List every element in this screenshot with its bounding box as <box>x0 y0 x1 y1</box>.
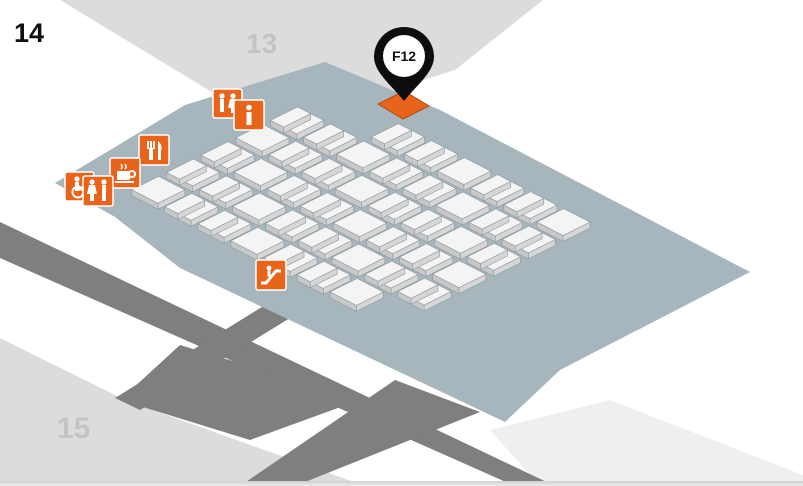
restroom-family-icon[interactable] <box>82 175 114 207</box>
booth[interactable] <box>410 284 452 312</box>
booth[interactable] <box>536 208 591 243</box>
booth[interactable] <box>296 261 338 289</box>
booth[interactable] <box>470 174 512 202</box>
booth[interactable] <box>197 210 239 238</box>
side-area-strip <box>490 400 803 486</box>
bottom-fade <box>0 481 803 486</box>
booth[interactable] <box>334 174 389 209</box>
booth[interactable] <box>298 226 340 254</box>
current-hall-number: 14 <box>14 18 45 48</box>
booth[interactable] <box>402 174 444 202</box>
booth[interactable] <box>302 123 345 151</box>
booth[interactable] <box>377 267 419 295</box>
booth[interactable] <box>131 176 186 210</box>
information-icon[interactable] <box>233 99 265 131</box>
booth[interactable] <box>165 158 208 186</box>
booth[interactable] <box>367 191 409 220</box>
booth[interactable] <box>311 233 353 261</box>
walkway-cross-2 <box>240 380 480 486</box>
booth[interactable] <box>266 175 308 203</box>
booth[interactable] <box>468 208 510 236</box>
booth[interactable] <box>365 226 408 254</box>
booth[interactable] <box>364 260 406 288</box>
adjacent-hall-north <box>60 0 543 110</box>
restaurant-icon[interactable] <box>138 134 170 166</box>
location-marker-label: F12 <box>392 48 416 64</box>
booth[interactable] <box>400 208 442 237</box>
booth[interactable] <box>466 243 509 271</box>
cafe-icon[interactable] <box>109 157 141 189</box>
booth[interactable] <box>379 233 421 261</box>
booth[interactable] <box>198 175 241 203</box>
location-marker[interactable]: F12 <box>374 27 434 101</box>
booth-layer <box>131 106 591 312</box>
booth[interactable] <box>200 141 242 169</box>
adjacent-hall-north-label: 13 <box>246 28 278 59</box>
booth[interactable] <box>432 260 487 295</box>
booth[interactable] <box>278 216 320 244</box>
walkway-plaza <box>120 345 360 440</box>
adjacent-hall-south-label: 15 <box>57 412 91 445</box>
booth-f12[interactable] <box>376 90 431 120</box>
booth[interactable] <box>435 191 490 226</box>
booth[interactable] <box>403 140 446 168</box>
booth[interactable] <box>332 209 388 244</box>
booth[interactable] <box>264 209 307 237</box>
booth[interactable] <box>233 158 289 193</box>
booth[interactable] <box>179 165 221 193</box>
booth[interactable] <box>301 157 343 185</box>
booth[interactable] <box>436 157 492 192</box>
booth[interactable] <box>331 243 386 278</box>
booth[interactable] <box>503 191 545 219</box>
booth[interactable] <box>501 225 543 253</box>
booth[interactable] <box>336 140 391 175</box>
booth[interactable] <box>231 192 287 227</box>
booth[interactable] <box>397 277 439 305</box>
booth[interactable] <box>214 148 255 176</box>
booth[interactable] <box>370 123 413 151</box>
booth[interactable] <box>369 157 411 185</box>
booth[interactable] <box>235 123 290 158</box>
booth[interactable] <box>268 140 310 168</box>
booth[interactable] <box>269 106 312 134</box>
booth[interactable] <box>164 193 206 221</box>
booth[interactable] <box>299 192 342 220</box>
booth[interactable] <box>480 250 522 277</box>
escalator-icon[interactable] <box>255 259 287 291</box>
booth[interactable] <box>329 278 384 312</box>
booth[interactable] <box>433 226 489 260</box>
adjacent-hall-south <box>0 338 365 486</box>
booth[interactable] <box>398 243 441 271</box>
